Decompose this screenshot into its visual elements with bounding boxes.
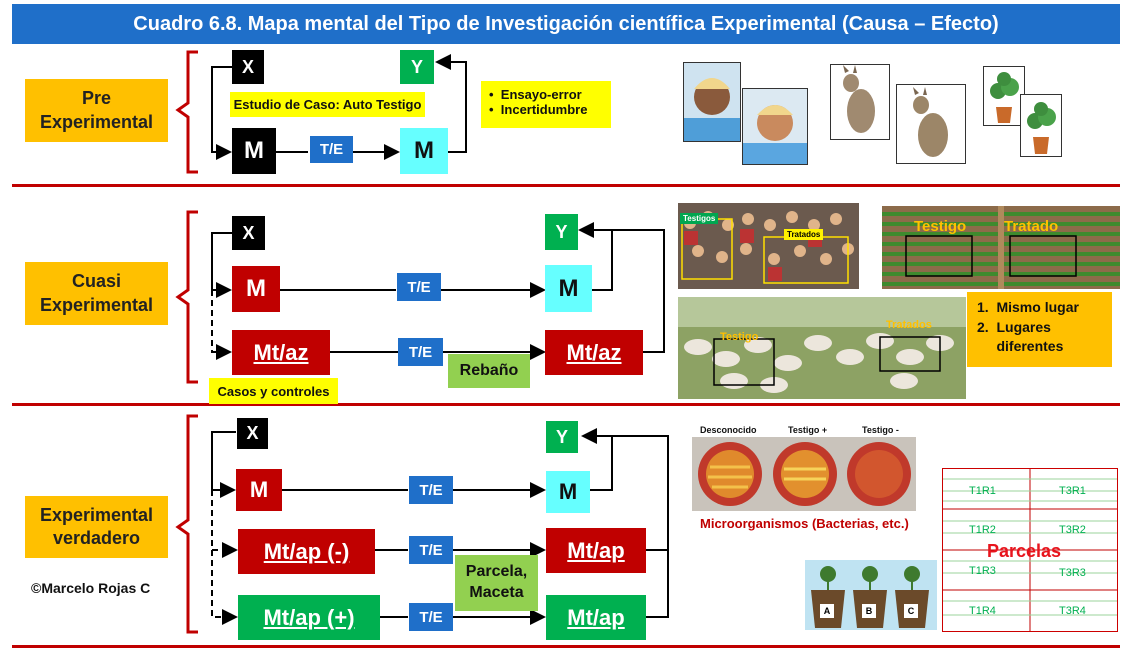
crowd-tratados-label: Tratados [784,229,824,240]
separator-3 [12,645,1120,648]
sheep-tratados-label: Tratados [886,319,932,331]
field-testigo-label: Testigo [914,218,967,235]
plot-t1r3: T1R3 [969,565,996,577]
plant-image-2 [1020,94,1062,157]
separator-1 [12,184,1120,187]
pre-bullet-2: • Incertidumbre [489,102,588,117]
pre-case-study-note: Estudio de Caso: Auto Testigo [230,92,425,117]
plot-t1r1: T1R1 [969,485,996,497]
verdadero-mt-out2-box: Mt/ap [546,595,646,640]
dish-label-3: Testigo - [862,425,899,435]
credit-text: ©Marcelo Rojas C [31,580,151,596]
plot-t1r4: T1R4 [969,605,996,617]
pre-m2-box: M [400,128,448,174]
location-list: 1. Mismo lugar 2. Lugares diferentes [967,292,1112,367]
pre-x-box: X [232,50,264,84]
kangaroo-image-2 [896,84,966,164]
verdadero-te2-box: T/E [409,536,453,564]
page-title: Cuadro 6.8. Mapa mental del Tipo de Inve… [12,4,1120,44]
cuasi-m1-box: M [232,266,280,312]
kangaroo-image-1 [830,64,890,140]
cuasi-rebano-label: Rebaño [448,354,530,388]
crowd-testigos-label: Testigos [680,213,719,224]
verdadero-te3-box: T/E [409,603,453,631]
dish-label-1: Desconocido [700,425,757,435]
cuasi-mt1-box: Mt/az [232,330,330,375]
verdadero-parcela-label: Parcela, Maceta [455,555,538,611]
cuasi-x-box: X [232,216,265,250]
cuasi-casos-note: Casos y controles [209,378,338,404]
dish-label-2: Testigo + [788,425,828,435]
cuasi-mt2-box: Mt/az [545,330,643,375]
pre-bullet-1: • Ensayo-error [489,87,582,102]
microorganismos-label: Microorganismos (Bacterias, etc.) [700,516,909,531]
sheep-testigo-label: Testigo [720,331,759,343]
parcelas-title: Parcelas [987,541,1062,561]
verdadero-mt-neg-box: Mt/ap (-) [238,529,375,574]
pre-y-box: Y [400,50,434,84]
face-image-2 [742,88,808,165]
cuasi-te2-box: T/E [398,338,443,366]
petri-dish-1 [692,437,768,511]
sheep-image: Testigo Tratados [678,297,966,399]
cuasi-te1-box: T/E [397,273,441,301]
verdadero-mt-out1-box: Mt/ap [546,528,646,573]
location-list-item-1: 1. Mismo lugar [977,299,1079,315]
pre-bullets: • Ensayo-error • Incertidumbre [481,81,611,128]
verdadero-y-box: Y [546,421,578,453]
pre-te-box: T/E [310,136,353,163]
verdadero-m2-box: M [546,471,590,513]
plot-t3r3: T3R3 [1059,567,1086,579]
cuasi-m2-box: M [545,265,592,312]
field-image: Testigo Tratado [882,206,1120,289]
cuasi-y-box: Y [545,214,578,250]
pre-m1-box: M [232,128,276,174]
plant-image-1 [983,66,1025,126]
plot-t3r2: T3R2 [1059,524,1086,536]
verdadero-m1-box: M [236,469,282,511]
plot-t3r4: T3R4 [1059,605,1086,617]
pot-label-a: A [823,606,831,616]
verdadero-x-box: X [237,418,268,449]
petri-dish-2 [768,437,842,511]
petri-dish-3 [842,437,916,511]
face-image-1 [683,62,741,142]
verdadero-mt-pos-box: Mt/ap (+) [238,595,380,640]
crowd-image: Testigos Tratados [678,203,859,289]
pot-label-c: C [907,606,915,616]
location-list-item-2: 2. Lugares diferentes [977,318,1064,355]
separator-2 [12,403,1120,406]
field-tratado-label: Tratado [1004,218,1059,235]
pot-label-b: B [865,606,873,616]
pots-image: A B C [805,560,937,630]
verdadero-te1-box: T/E [409,476,453,504]
parcelas-grid: T1R1 T1R2 T1R3 T1R4 T3R1 T3R2 T3R3 T3R4 … [942,468,1118,632]
plot-t3r1: T3R1 [1059,485,1086,497]
plot-t1r2: T1R2 [969,524,996,536]
